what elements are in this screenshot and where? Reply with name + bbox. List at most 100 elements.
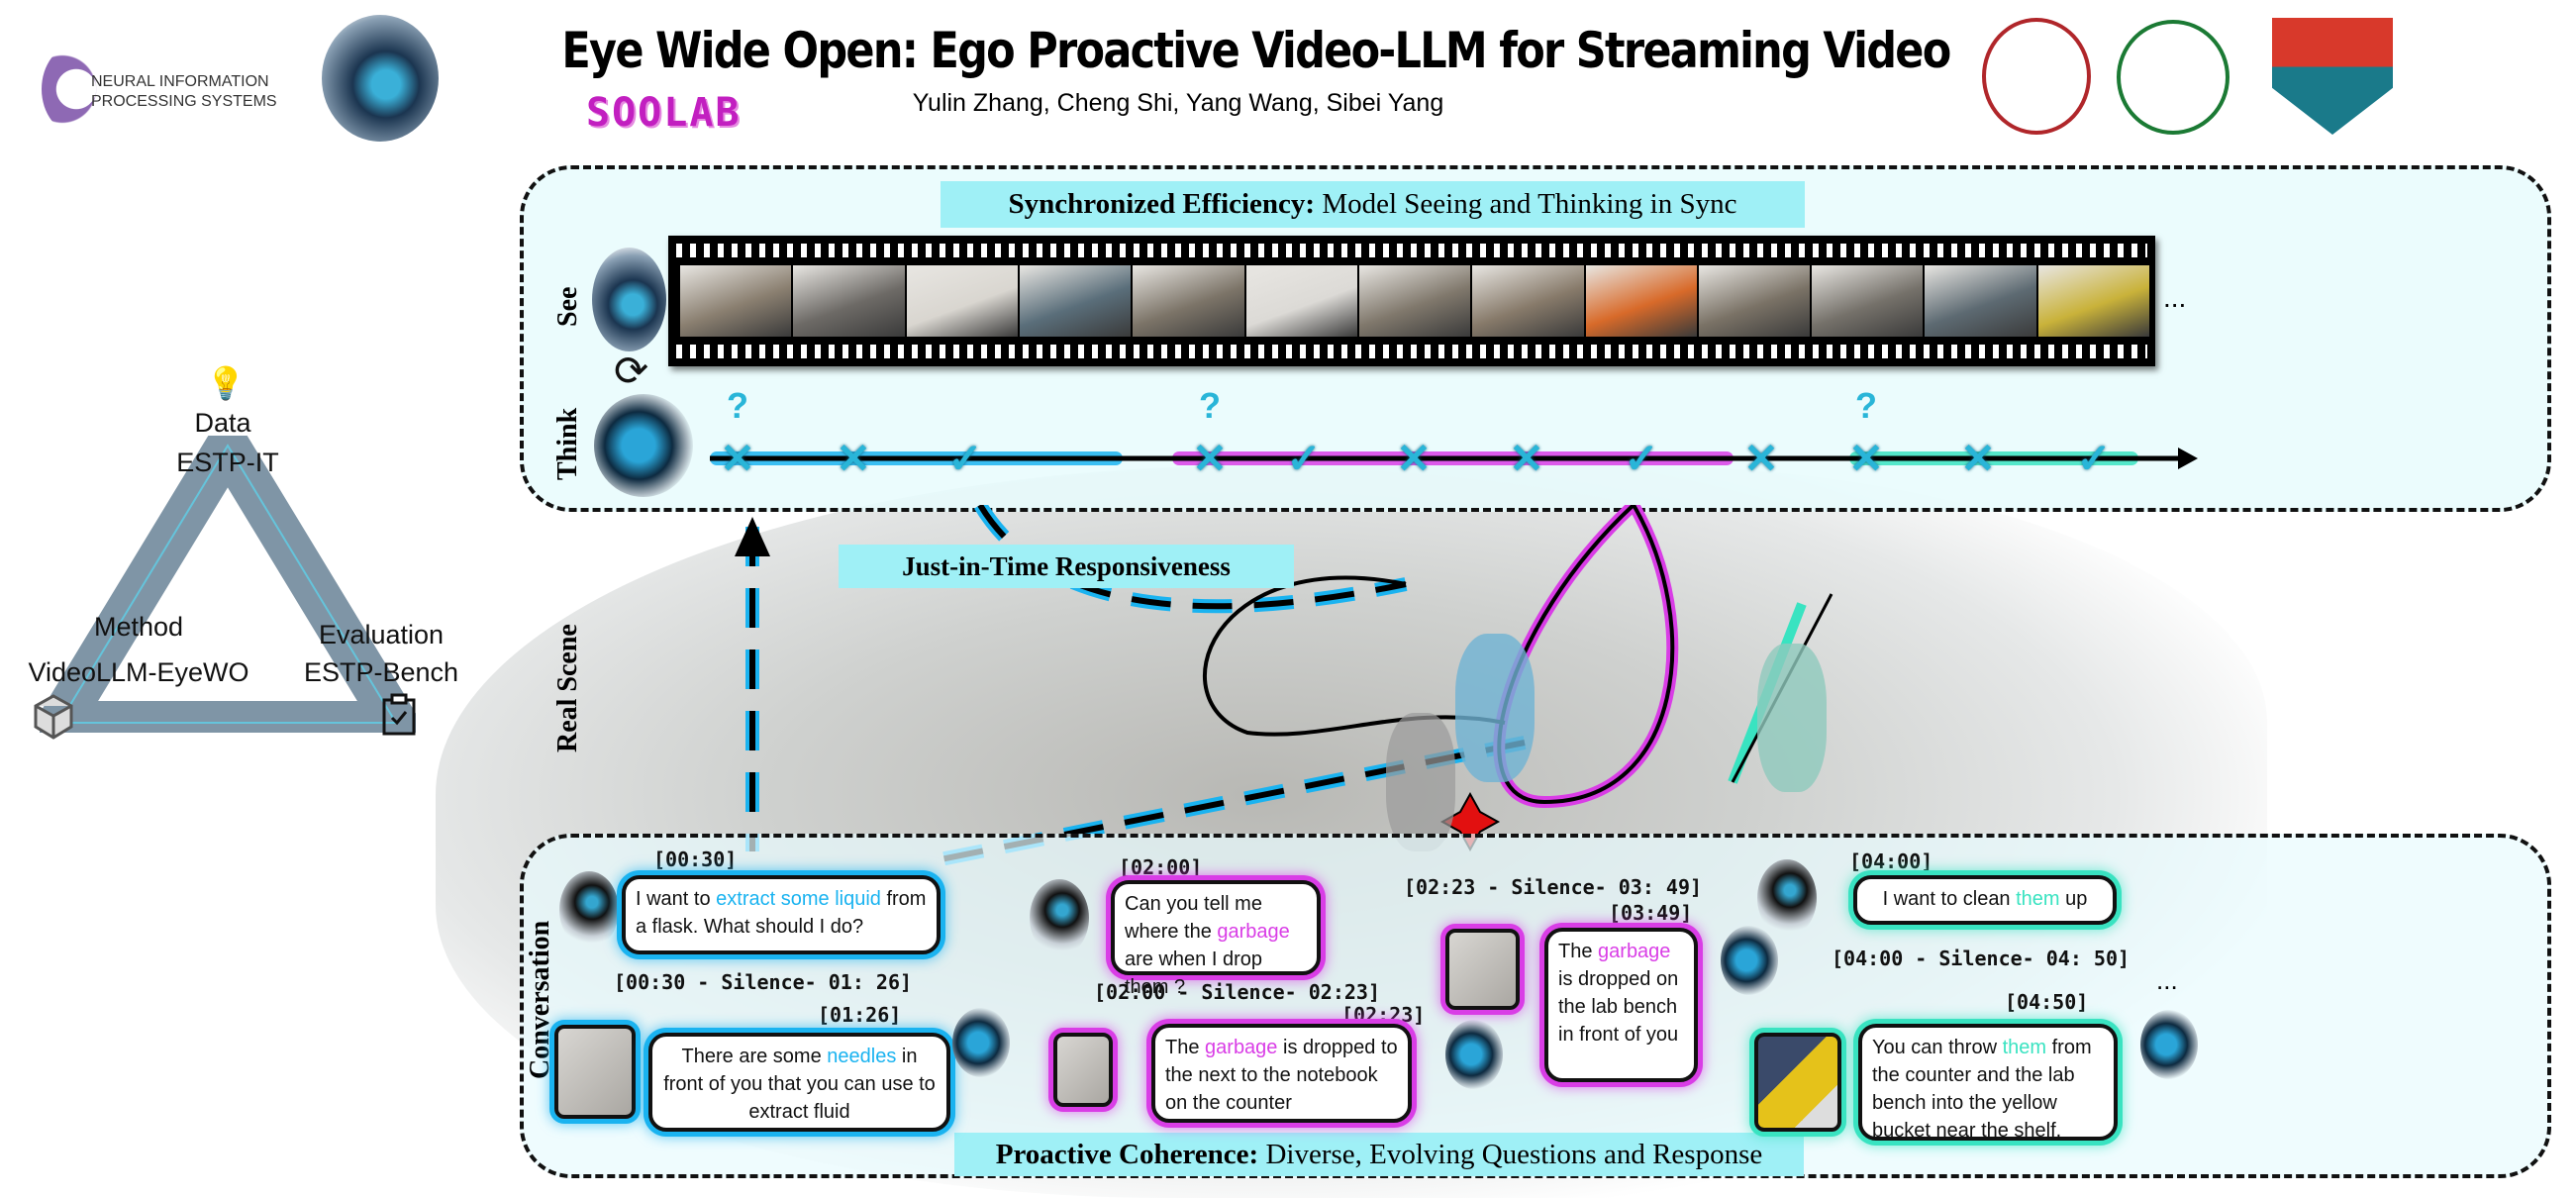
timestamp: [01:26] (818, 1003, 902, 1027)
neurips-logo-text: NEURAL INFORMATION PROCESSING SYSTEMS (91, 73, 277, 110)
text: There are some (681, 1046, 828, 1067)
silence-interval: [02:00 - Silence- 02:23] (1094, 980, 1380, 1004)
video-frame (1925, 265, 2036, 337)
video-frame (1585, 265, 1697, 337)
film-holes-bottom (676, 345, 2147, 358)
film-holes-top (676, 244, 2147, 257)
user-question-bubble: I want to extract some liquid from a fla… (622, 875, 941, 954)
text: up (2059, 888, 2088, 910)
ai-response-bubble: You can throw them from the counter and … (1858, 1024, 2118, 1142)
check-icon: ✓ (947, 435, 983, 482)
frame-thumbnail (1754, 1033, 1841, 1132)
silence-interval: [02:23 - Silence- 03: 49] (1404, 875, 1703, 899)
think-label: Think (552, 407, 583, 480)
x-icon: ✕ (1396, 435, 1432, 482)
evaluation-label: Evaluation (318, 620, 445, 649)
film-ellipsis: ... (2163, 282, 2187, 313)
user-question-bubble: Can you tell me where the garbage are wh… (1111, 880, 1321, 998)
text: from the counter and the lab bench into … (1872, 1037, 2092, 1142)
sysu-logo (2117, 20, 2229, 135)
refresh-icon: ⟳ (614, 348, 649, 394)
ai-response-bubble: The garbage is dropped on the lab bench … (1544, 928, 1698, 1082)
timeline-arrowhead (2178, 448, 2198, 469)
conversation-label: Conversation (525, 920, 555, 1079)
data-label: Data (194, 408, 251, 438)
ai-avatar (1445, 1020, 1503, 1089)
text: is dropped to the next to the notebook o… (1165, 1037, 1398, 1114)
timestamp: [02:00] (1119, 855, 1203, 879)
video-frame (1245, 265, 1357, 337)
see-label: See (552, 286, 583, 327)
text: Can you tell me where the (1125, 893, 1262, 943)
x-icon: ✕ (1743, 435, 1779, 482)
x-icon: ✕ (836, 435, 871, 482)
video-frame (680, 265, 792, 337)
neurips-dots-icon (42, 45, 111, 134)
frame-thumbnail (1053, 1033, 1113, 1107)
video-frame (906, 265, 1018, 337)
video-frame (1698, 265, 1811, 337)
ai-response-bubble: The garbage is dropped to the next to th… (1151, 1024, 1412, 1123)
video-frame (2037, 265, 2150, 337)
hku-logo (2272, 18, 2393, 135)
user-question-bubble: I want to clean them up (1853, 875, 2117, 925)
x-icon: ✕ (1509, 435, 1544, 482)
proactive-coherence-banner: Proactive Coherence: Diverse, Evolving Q… (954, 1133, 1804, 1176)
video-frame (1472, 265, 1584, 337)
person-figure-gray (1386, 713, 1455, 851)
data-name: ESTP-IT (176, 448, 279, 477)
person-figure-blue (1455, 634, 1535, 782)
method-name: VideoLLM-EyeWO (28, 657, 249, 687)
banner-bold: Synchronized Efficiency: (1008, 188, 1316, 220)
highlight: them (2002, 1037, 2047, 1058)
timestamp: [03:49] (1609, 901, 1693, 925)
text: The (1165, 1037, 1206, 1058)
penrose-triangle (40, 436, 416, 733)
timestamp: [04:00] (1849, 849, 1933, 873)
evaluation-name: ESTP-Bench (303, 657, 459, 687)
ai-avatar (2140, 1010, 2198, 1079)
film-strip (668, 236, 2155, 366)
check-icon: ✓ (2076, 435, 2112, 482)
text: in front of you that you can use to extr… (663, 1046, 936, 1123)
poster-title: Eye Wide Open: Ego Proactive Video-LLM f… (561, 22, 1951, 79)
arrowhead-up (735, 517, 770, 556)
x-icon: ✕ (1848, 435, 1884, 482)
question-icon: ? (1199, 385, 1221, 426)
person-figure-teal (1757, 644, 1827, 792)
video-frames (680, 265, 2150, 337)
video-frame (1812, 265, 1924, 337)
video-frame (1019, 265, 1132, 337)
method-label: Method (93, 612, 184, 642)
synchronized-efficiency-banner: Synchronized Efficiency: Model Seeing an… (941, 181, 1805, 228)
text: The (1558, 941, 1599, 962)
silence-interval: [04:00 - Silence- 04: 50] (1832, 947, 2130, 970)
x-icon: ✕ (720, 435, 755, 482)
authors: Yulin Zhang, Cheng Shi, Yang Wang, Sibei… (912, 89, 1444, 117)
video-frame (793, 265, 905, 337)
highlight: needles (827, 1046, 897, 1067)
text: from a flask. What should I do? (636, 888, 927, 938)
question-icon: ? (727, 385, 748, 426)
x-icon: ✕ (1960, 435, 1996, 482)
user-avatar (559, 871, 619, 948)
ai-avatar (952, 1008, 1010, 1077)
text: is dropped on the lab bench in front of … (1558, 968, 1679, 1046)
ai-response-bubble: There are some needles in front of you t… (648, 1033, 950, 1132)
highlight: extract some liquid (716, 888, 881, 910)
highlight: garbage (1598, 941, 1671, 962)
think-timeline (710, 448, 2198, 469)
text: are when I drop them ? (1125, 948, 1262, 998)
ai-chip-icon (594, 394, 693, 497)
shanghaitech-logo (1982, 18, 2091, 135)
timestamp: [04:50] (2005, 990, 2089, 1014)
cube-icon (34, 694, 73, 740)
frame-thumbnail (1445, 929, 1520, 1010)
video-frame (1133, 265, 1244, 337)
conversation-ellipsis: ... (2156, 965, 2178, 995)
highlight: them (2016, 888, 2060, 910)
neurips-logo: NEURAL INFORMATION PROCESSING SYSTEMS (42, 45, 289, 134)
text: I want to (636, 888, 717, 910)
just-in-time-banner: Just-in-Time Responsiveness (839, 545, 1294, 588)
silence-interval: [00:30 - Silence- 01: 26] (614, 970, 913, 994)
